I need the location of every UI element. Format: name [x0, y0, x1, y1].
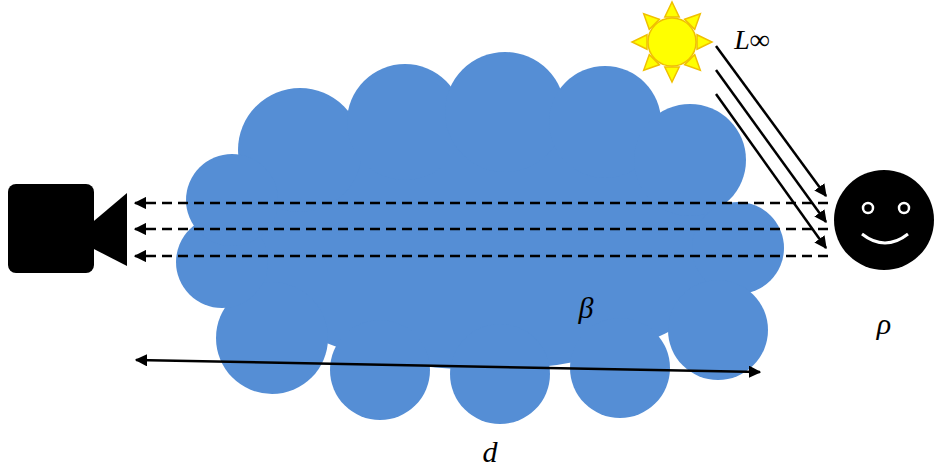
albedo-label: ρ	[877, 309, 891, 339]
sun-rays	[716, 46, 826, 248]
dashed-rays	[135, 203, 828, 256]
distance-label: d	[483, 437, 498, 467]
cloud-shape	[176, 52, 784, 424]
coefficient-label: β	[579, 293, 594, 323]
face-icon	[834, 170, 934, 270]
sun-icon	[632, 2, 712, 82]
radiance-label: L∞	[734, 26, 770, 54]
camera-icon	[8, 184, 127, 273]
distance-arrow	[136, 360, 760, 372]
